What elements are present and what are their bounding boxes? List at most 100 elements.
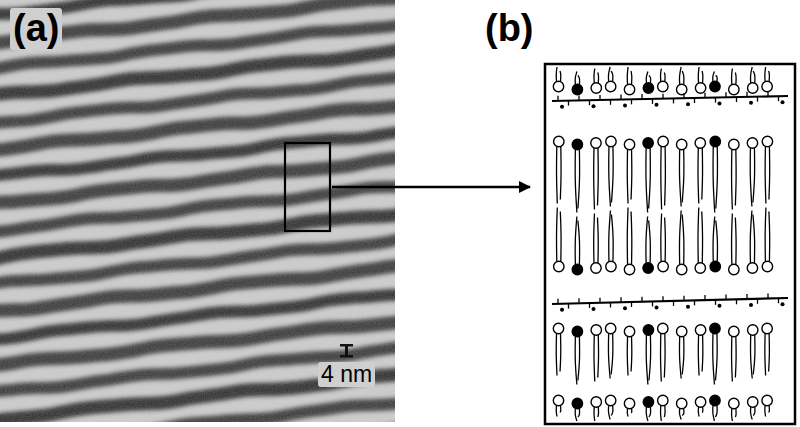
membrane-dot bbox=[718, 102, 722, 106]
membrane-dot bbox=[655, 305, 659, 309]
lipid-tail bbox=[593, 214, 595, 264]
bilayer-schematic bbox=[545, 64, 795, 424]
micrograph-ground bbox=[0, 0, 395, 422]
lipid-head bbox=[695, 83, 705, 93]
lipid-tail bbox=[768, 71, 770, 82]
lipid-tail bbox=[679, 409, 681, 420]
tem-micrograph bbox=[0, 0, 395, 422]
lipid-tail bbox=[713, 147, 715, 213]
membrane-tick bbox=[620, 95, 621, 100]
lipid-tail bbox=[664, 406, 666, 418]
membrane-tick bbox=[757, 97, 758, 102]
membrane-tick bbox=[683, 296, 684, 301]
membrane-tick bbox=[568, 101, 569, 106]
lipid-tail bbox=[593, 69, 595, 84]
lipid-tail bbox=[682, 409, 684, 416]
lipid-tail bbox=[753, 148, 755, 203]
lipid-head bbox=[591, 263, 601, 273]
lipid-tail bbox=[597, 335, 599, 378]
lipid-tail bbox=[751, 407, 753, 420]
lipid-tail bbox=[713, 217, 715, 262]
lipid-tail bbox=[611, 147, 613, 203]
lipid-tail bbox=[731, 150, 733, 210]
lipid-tail bbox=[764, 67, 766, 82]
lipid-head bbox=[605, 395, 615, 405]
scale-bar-cap bbox=[340, 355, 353, 358]
micrograph-grain bbox=[0, 0, 395, 422]
membrane-tick bbox=[746, 294, 747, 299]
lipid-head bbox=[676, 264, 686, 274]
lipid-tail bbox=[664, 147, 666, 206]
lipid-head bbox=[658, 136, 668, 146]
lipid-tail bbox=[627, 208, 629, 265]
membrane-tick bbox=[641, 94, 642, 99]
lipid-head bbox=[624, 326, 634, 336]
membrane-tick bbox=[704, 295, 705, 300]
membrane-dot bbox=[749, 101, 753, 105]
lipid-tail bbox=[597, 148, 599, 206]
lipid-tail bbox=[630, 150, 632, 200]
lipid-tail bbox=[679, 67, 681, 85]
lipid-tail bbox=[593, 407, 595, 421]
lipid-tail bbox=[597, 73, 599, 84]
lipid-tail bbox=[575, 409, 577, 422]
lipid-head bbox=[553, 395, 563, 405]
lipid-head bbox=[605, 81, 615, 91]
membrane-dot bbox=[781, 100, 785, 104]
lipid-head bbox=[643, 325, 653, 335]
lipid-tail bbox=[764, 334, 766, 376]
lipid-tail bbox=[753, 215, 755, 264]
lipid-tail bbox=[697, 208, 699, 264]
membrane-tick bbox=[557, 96, 558, 101]
lipid-tail bbox=[753, 335, 755, 375]
lipid-head bbox=[729, 84, 739, 94]
lipid-tail bbox=[608, 334, 610, 379]
lipid-tail bbox=[578, 409, 580, 418]
lipid-tail bbox=[750, 211, 752, 264]
lipid-head bbox=[710, 323, 720, 333]
membrane-tick bbox=[694, 300, 695, 305]
lipid-tail bbox=[578, 150, 580, 209]
lipid-tail bbox=[578, 337, 580, 381]
membrane-tick bbox=[715, 300, 716, 305]
lipid-tail bbox=[646, 407, 648, 421]
membrane-dot bbox=[718, 304, 722, 308]
lipid-head bbox=[710, 261, 720, 271]
lipid-tail bbox=[611, 406, 613, 416]
lipid-tail bbox=[611, 71, 613, 82]
lipid-tail bbox=[608, 67, 610, 82]
membrane-tick bbox=[578, 298, 579, 303]
lipid-tail bbox=[751, 67, 753, 83]
lipid-tail bbox=[649, 76, 651, 84]
lipid-molecules bbox=[552, 67, 788, 421]
lipid-head bbox=[591, 397, 601, 407]
lipid-tail bbox=[627, 150, 629, 204]
lipid-tail bbox=[664, 334, 666, 378]
schematic-frame bbox=[545, 64, 795, 424]
lipid-tail bbox=[575, 72, 577, 85]
lipid-tail bbox=[768, 406, 770, 413]
zoom-arrow bbox=[332, 186, 530, 189]
lipid-tail bbox=[556, 406, 558, 417]
lipid-tail bbox=[646, 148, 648, 213]
membrane-tick bbox=[610, 303, 611, 308]
panel-label: (a) bbox=[10, 8, 62, 50]
lipid-tail bbox=[556, 67, 558, 82]
lipid-head bbox=[605, 323, 615, 333]
membrane-tick bbox=[725, 295, 726, 300]
membrane-tick bbox=[767, 91, 768, 96]
lipid-tail bbox=[646, 335, 648, 385]
lipid-tail bbox=[611, 215, 613, 262]
membrane-line bbox=[552, 96, 788, 101]
lipid-tail bbox=[735, 150, 737, 206]
lipid-head bbox=[643, 138, 653, 148]
lipid-tail bbox=[713, 406, 715, 422]
lipid-tail bbox=[630, 337, 632, 372]
membrane-tick bbox=[767, 294, 768, 299]
lamellar-stripes bbox=[0, 0, 395, 422]
lipid-tail bbox=[627, 67, 629, 85]
lipid-head bbox=[624, 398, 634, 408]
lipid-head bbox=[762, 395, 772, 405]
lipid-head bbox=[710, 136, 720, 146]
lipid-tail bbox=[715, 334, 717, 381]
